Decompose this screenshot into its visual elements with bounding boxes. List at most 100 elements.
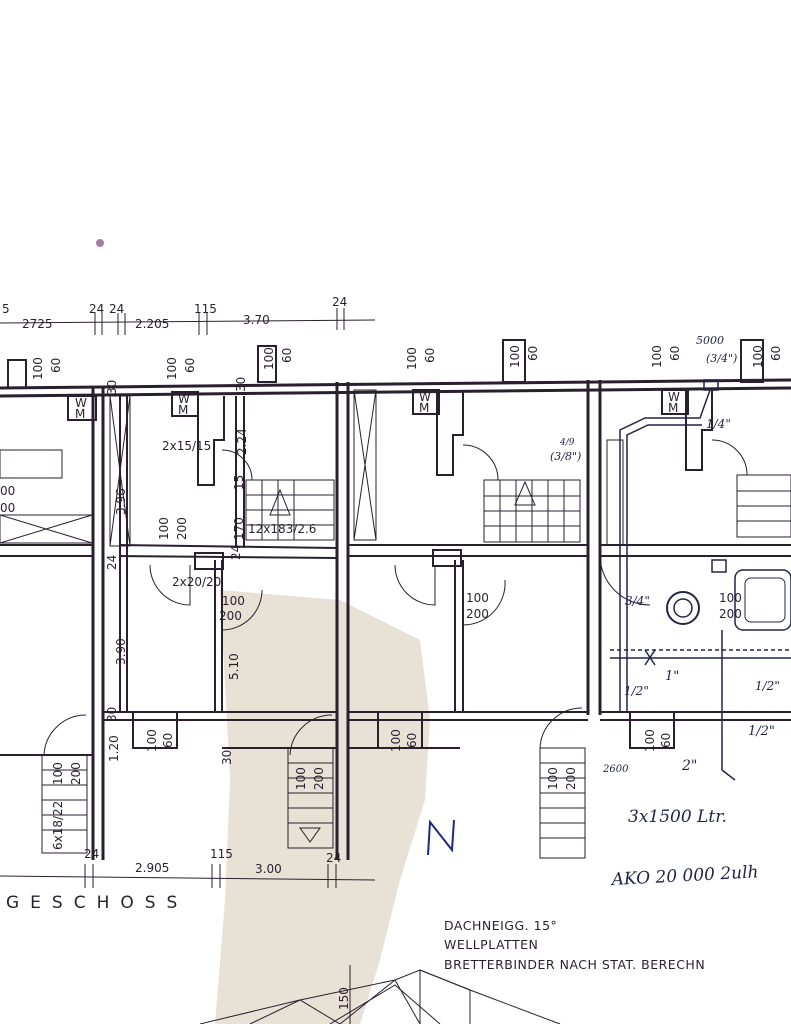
plumbing-sketch — [610, 379, 791, 781]
dim-top-115: 115 — [194, 302, 217, 316]
exterior-walls-top — [0, 378, 791, 398]
window-width-10: 100 — [643, 729, 657, 752]
door-height-7: 200 — [564, 767, 578, 790]
wm-label-4b: M — [668, 401, 678, 415]
hw-3-4: (3/4") — [706, 352, 737, 365]
hw-half-3: 1/2" — [748, 724, 775, 739]
hw-tank: 3x1500 Ltr. — [628, 807, 727, 827]
dim-top-24b: 24 — [109, 302, 124, 316]
window-height-2: 60 — [183, 358, 197, 373]
hw-1-4: 1/4" — [706, 417, 731, 431]
note-trusses: BRETTERBINDER NACH STAT. BERECHN — [444, 957, 705, 972]
dim-24b: 24 — [229, 545, 243, 560]
dimension-line-bottom — [0, 875, 376, 881]
dimension-ticks-bottom — [84, 864, 337, 888]
dim-15: 15 — [232, 475, 246, 490]
dim-top-2725: 2725 — [22, 317, 53, 331]
window-height-6: 60 — [668, 346, 682, 361]
hw-ako: AKO 20 000 2ulh — [609, 862, 759, 890]
window-niches — [7, 339, 764, 749]
sheet-title: GESCHOSS — [6, 893, 188, 913]
dim-top-370: 3.70 — [243, 313, 270, 327]
roof-truss — [199, 965, 561, 1024]
door-width-3: 100 — [466, 591, 489, 605]
door-height-5: 200 — [69, 762, 83, 785]
hw-2: 2" — [681, 758, 697, 774]
hw-4-9: 4/9 — [559, 438, 575, 448]
dim-bottom-115: 115 — [210, 847, 233, 861]
pump-circle — [666, 591, 700, 625]
room-dimensions: 2x15/15 2.24 3.96 15 170 12x183/2.6 2x20… — [51, 377, 316, 850]
stair-runs — [41, 474, 791, 859]
dim-390: 3.90 — [114, 638, 128, 665]
wm-label-2: W — [178, 392, 190, 406]
left-label-00b: 00 — [0, 501, 15, 515]
note-panels: WELLPLATTEN — [444, 937, 538, 952]
hw-3-8: (3/8") — [550, 450, 581, 463]
door-swings — [43, 439, 748, 756]
wm-label-3: W — [419, 390, 431, 404]
dim-bottom-2905: 2.905 — [135, 861, 169, 875]
window-width-5: 100 — [508, 345, 522, 368]
hw-half-2: 1/2" — [755, 679, 780, 693]
hw-1: 1" — [665, 669, 679, 684]
dim-170: 170 — [232, 517, 246, 540]
door-width-4: 100 — [719, 591, 742, 605]
door-labels: 100 200 100 200 100 200 100 200 100 200 … — [51, 517, 742, 790]
cross-braced-shafts — [109, 389, 624, 547]
window-width-3: 100 — [262, 347, 276, 370]
hw-half: 1/2" — [624, 684, 649, 698]
window-width-8: 100 — [145, 729, 159, 752]
dim-bottom-300: 3.00 — [255, 862, 282, 876]
window-width-7: 100 — [751, 345, 765, 368]
wm-label-1b: M — [75, 407, 85, 421]
dim-top-24c: 24 — [332, 295, 347, 309]
hw-2600: 2600 — [602, 764, 629, 775]
window-height-9: 60 — [405, 733, 419, 748]
door-width-7: 100 — [546, 767, 560, 790]
dim-top-24a: 24 — [89, 302, 104, 316]
ink-spot — [96, 239, 104, 247]
door-height-2: 200 — [219, 609, 242, 623]
door-width-5: 100 — [51, 762, 65, 785]
window-height-7: 60 — [769, 346, 783, 361]
wm-label-3b: M — [419, 401, 429, 415]
left-label-00a: 00 — [0, 484, 15, 498]
left-unit-details — [0, 449, 93, 544]
dim-396: 3.96 — [114, 488, 128, 515]
dim-top-5: 5 — [2, 302, 10, 316]
dim-bottom-24b: 24 — [326, 851, 341, 865]
window-height-8: 60 — [161, 733, 175, 748]
window-width-1: 100 — [31, 357, 45, 380]
dim-top-2205: 2.205 — [135, 317, 169, 331]
party-walls — [91, 380, 602, 860]
blue-pen-mark — [427, 819, 455, 856]
wm-label-1: W — [75, 396, 87, 410]
door-width-2: 100 — [222, 594, 245, 608]
wm-label-2b: M — [178, 403, 188, 417]
dim-120: 1.20 — [107, 735, 121, 762]
chimney-shafts — [194, 390, 713, 570]
wm-label-4: W — [668, 390, 680, 404]
dim-30a: 30 — [105, 380, 119, 395]
dimension-ticks-top — [94, 308, 345, 335]
dim-30b: 30 — [234, 377, 248, 392]
door-height-3: 200 — [466, 607, 489, 621]
dimension-line-top — [0, 319, 376, 324]
window-height-5: 60 — [526, 346, 540, 361]
window-height-1: 60 — [49, 358, 63, 373]
door-width-6: 100 — [294, 767, 308, 790]
dim-12x183: 12x183/2.6 — [248, 522, 316, 536]
door-height-1: 200 — [175, 517, 189, 540]
window-labels: 100 60 100 60 100 60 100 60 100 60 100 6… — [31, 345, 783, 752]
window-width-6: 100 — [650, 345, 664, 368]
window-height-4: 60 — [423, 348, 437, 363]
dim-6x18: 6x18/22 — [51, 801, 65, 850]
note-roof-pitch: DACHNEIGG. 15° — [444, 918, 557, 933]
dim-30c: 30 — [105, 707, 119, 722]
window-height-3: 60 — [280, 348, 294, 363]
dim-30d: 30 — [220, 750, 234, 765]
dim-24a: 24 — [105, 555, 119, 570]
dim-2x15: 2x15/15 — [162, 439, 211, 453]
